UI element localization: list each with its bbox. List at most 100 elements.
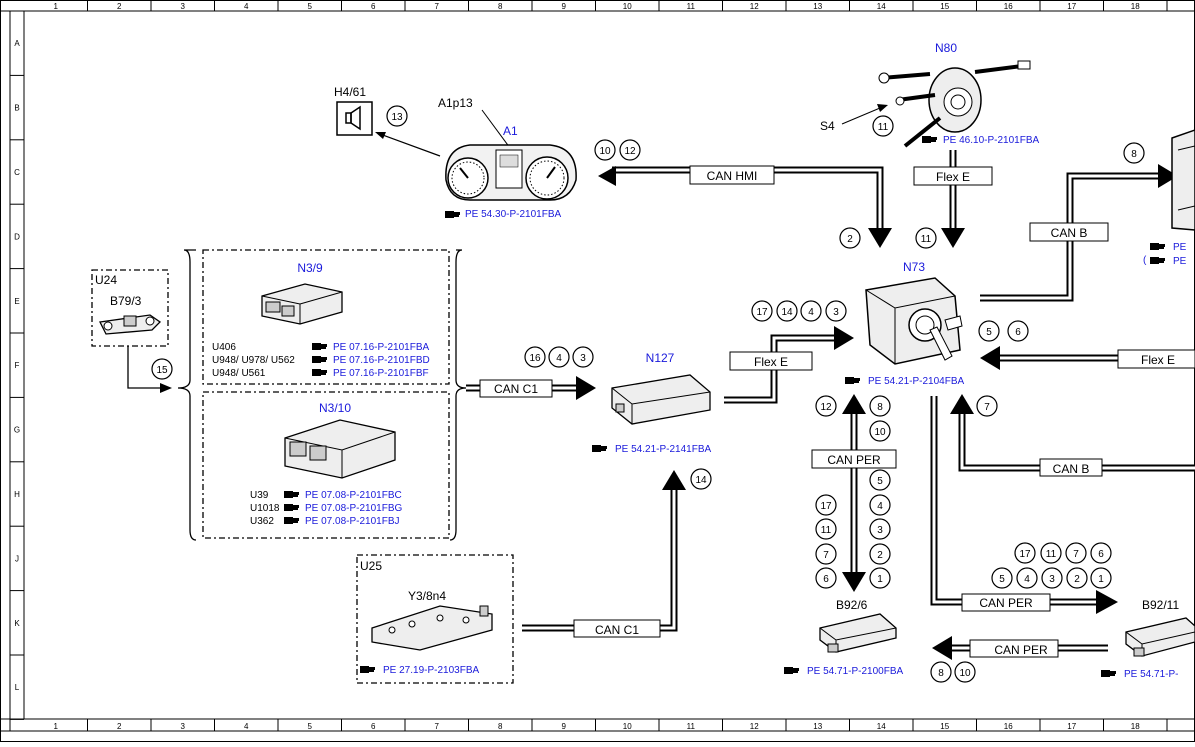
n127-ref-link[interactable]: PE 54.21-P-2141FBA [615, 444, 711, 455]
callout-circle [1016, 567, 1038, 589]
bus-can-hmi: CAN HMI [598, 165, 892, 248]
valve-body-u25: U25 Y3/8n4 PE 27.19-P-2103FBA [356, 554, 514, 684]
n73-ref-link[interactable]: PE 54.21-P-2104FBA [868, 376, 964, 387]
callout-circle [524, 346, 546, 368]
callout-circle [1041, 567, 1063, 589]
callout-number: 2 [847, 234, 853, 245]
can-c1-bottom-label: CAN C1 [595, 623, 639, 637]
column-label-top: 14 [877, 2, 886, 11]
callout-circle [815, 494, 837, 516]
ecu-n3-9-icon [261, 283, 343, 325]
callout-number: 17 [756, 307, 768, 318]
can-hmi-label: CAN HMI [707, 169, 758, 183]
callout-number: 10 [874, 427, 886, 438]
right-ref-1[interactable]: PE [1173, 242, 1187, 253]
callout-circle [815, 395, 837, 417]
callout-number: 14 [695, 475, 707, 486]
sensor-b92-6-icon [819, 613, 897, 653]
column-label-bottom: 6 [371, 722, 376, 731]
callout-number: 8 [1131, 149, 1137, 160]
can-b-right-label: CAN B [1053, 462, 1090, 476]
variant-code: U948/ U978/ U562 [212, 355, 295, 366]
row-label: J [15, 554, 19, 563]
callout-number: 12 [624, 146, 636, 157]
doc-ref-link[interactable]: PE 07.16-P-2101FBA [333, 342, 429, 353]
b79-3-label: B79/3 [110, 294, 142, 308]
row-label: K [14, 619, 20, 628]
callout-circle [151, 358, 173, 380]
callout-circle [815, 543, 837, 565]
module-n127-icon [611, 374, 711, 425]
callout-circle [1040, 542, 1062, 564]
callout-circle [1123, 142, 1145, 164]
callout-number: 14 [781, 307, 793, 318]
callout-number: 4 [808, 307, 814, 318]
u25-ref-link[interactable]: PE 27.19-P-2103FBA [383, 665, 479, 676]
doc-ref-link[interactable]: PE 07.08-P-2101FBJ [305, 516, 400, 527]
b92-11-ref-link[interactable]: PE 54.71-P- [1124, 669, 1178, 680]
can-per-vert-label: CAN PER [827, 453, 881, 467]
callout-number: 4 [1024, 574, 1030, 585]
callout-number: 3 [1049, 574, 1055, 585]
callout-circle [869, 469, 891, 491]
callout-circle [1014, 542, 1036, 564]
sensor-group-u24: U24 B79/3 [91, 269, 172, 393]
doc-ref-link[interactable]: PE 07.08-P-2101FBC [305, 490, 402, 501]
callout-number: 8 [877, 402, 883, 413]
bus-flex-e-mid: Flex E [724, 326, 854, 404]
column-label-bottom: 18 [1131, 722, 1140, 731]
callout-number: 13 [391, 112, 403, 123]
callout-circle [915, 227, 937, 249]
column-label-bottom: 7 [435, 722, 440, 731]
b92-6-ref-link[interactable]: PE 54.71-P-2100FBA [807, 666, 903, 677]
flex-e-right-label: Flex E [1141, 353, 1175, 367]
callout-number: 15 [156, 365, 168, 376]
callout-number: 7 [823, 550, 829, 561]
variant-code: U948/ U561 [212, 368, 266, 379]
callout-circle [815, 567, 837, 589]
callout-number: 6 [1015, 327, 1021, 338]
doc-ref-link[interactable]: PE 07.16-P-2101FBF [333, 368, 429, 379]
column-label-top: 10 [623, 2, 632, 11]
callout-number: 5 [877, 476, 883, 487]
h4-61-label: H4/61 [334, 85, 366, 99]
flex-e-top-label: Flex E [936, 170, 970, 184]
column-label-bottom: 10 [623, 722, 632, 731]
valve-body-icon [371, 605, 493, 651]
callout-circle [930, 661, 952, 683]
column-label-bottom: 15 [940, 722, 949, 731]
can-per-bottom-label: CAN PER [994, 643, 1048, 657]
instrument-cluster-a1: A1p13 A1 PE 54.30-P-2101FBA [438, 96, 577, 220]
column-label-bottom: 16 [1004, 722, 1013, 731]
callout-number: 11 [1046, 549, 1057, 560]
b92-11-label: B92/11 [1142, 598, 1179, 612]
speaker-icon [345, 105, 361, 131]
speaker-h4-61: H4/61 [334, 85, 441, 157]
column-label-top: 18 [1131, 2, 1140, 11]
callout-number: 7 [984, 402, 990, 413]
callout-number: 3 [580, 353, 586, 364]
right-ref-3[interactable]: PE [1173, 256, 1187, 267]
callout-circle [839, 227, 861, 249]
column-label-bottom: 2 [117, 722, 122, 731]
column-label-bottom: 9 [562, 722, 567, 731]
callout-number: 3 [833, 307, 839, 318]
n3-10-label: N3/10 [319, 401, 351, 415]
column-label-top: 1 [54, 2, 59, 11]
callout-circle [991, 567, 1013, 589]
doc-ref-link[interactable]: PE 07.08-P-2101FBG [305, 503, 402, 514]
doc-ref-link[interactable]: PE 07.16-P-2101FBD [333, 355, 430, 366]
bus-flex-e-top: Flex E [913, 150, 993, 248]
column-label-top: 9 [562, 2, 567, 11]
b92-6-label: B92/6 [836, 598, 868, 612]
callout-circle [825, 300, 847, 322]
a1-ref-link[interactable]: PE 54.30-P-2101FBA [465, 209, 561, 220]
n80-ref-link[interactable]: PE 46.10-P-2101FBA [943, 135, 1039, 146]
n127-label: N127 [646, 351, 675, 365]
callout-circle [815, 518, 837, 540]
callout-number: 6 [1098, 549, 1104, 560]
steering-module-n80: N80 S4 PE 46.10-P-2101FBA [820, 41, 1039, 148]
